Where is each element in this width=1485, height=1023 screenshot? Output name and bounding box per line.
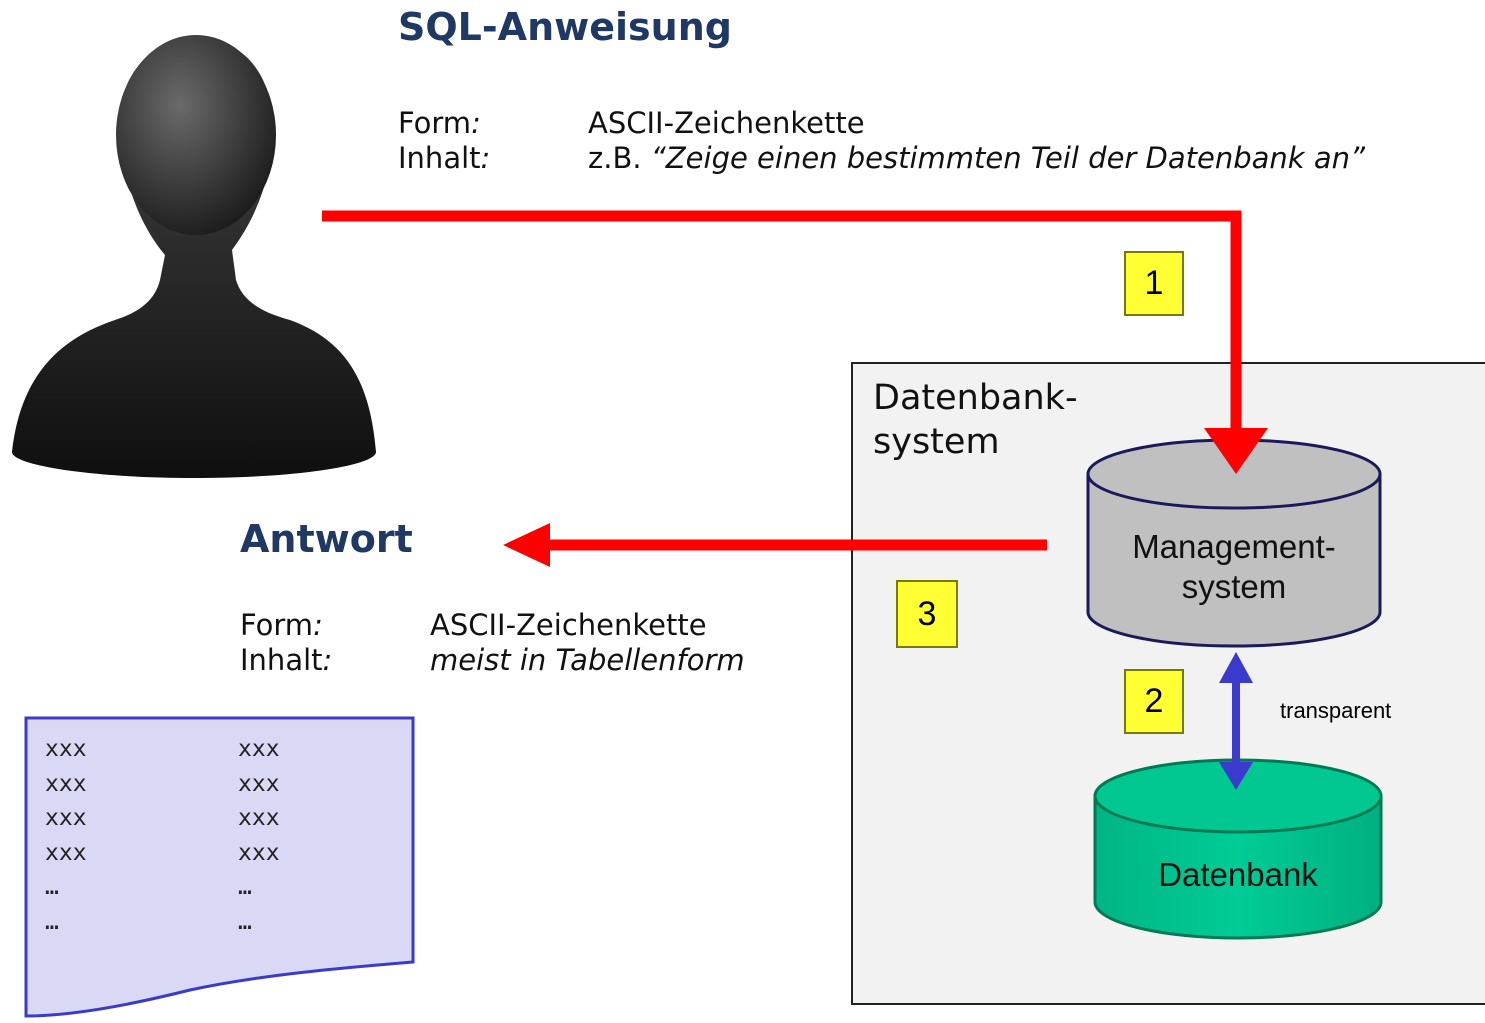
table-cell: xxx — [238, 839, 280, 866]
management-system-label-line2: system — [1181, 568, 1287, 605]
user-silhouette-icon — [12, 35, 376, 478]
database-cylinder — [1093, 758, 1383, 940]
request-form-row: Form: ASCII-Zeichenkette — [398, 106, 1365, 141]
step-badge-2: 2 — [1124, 669, 1184, 734]
database-system-label: Datenbank- system — [873, 376, 1078, 464]
table-cell: … — [45, 874, 59, 900]
table-cell: xxx — [238, 736, 280, 762]
table-cell: xxx — [238, 805, 280, 831]
table-cell: xxx — [45, 805, 87, 831]
request-content-row: Inhalt: z.B. “Zeige einen bestimmten Teil… — [398, 141, 1365, 176]
transparent-link-arrow — [1219, 652, 1253, 790]
response-content-colon: : — [322, 643, 333, 677]
response-description: Form: ASCII-Zeichenkette Inhalt: meist in … — [240, 608, 745, 678]
document-icon — [24, 716, 415, 1018]
request-form-label: Form — [398, 106, 472, 140]
table-cell: xxx — [238, 770, 280, 797]
table-cell: xxx — [45, 736, 87, 762]
table-cell: … — [238, 908, 252, 935]
table-cell: xxx — [45, 770, 87, 797]
table-cell: … — [45, 908, 59, 935]
request-content-value: “Zeige einen bestimmten Teil der Datenba… — [650, 141, 1365, 175]
request-title: SQL-Anweisung — [398, 5, 732, 49]
response-form-row: Form: ASCII-Zeichenkette — [240, 608, 745, 643]
request-content-label: Inhalt — [398, 141, 481, 175]
request-form-value: ASCII-Zeichenkette — [588, 106, 865, 140]
table-row: …… — [45, 905, 280, 940]
step-badge-3: 3 — [896, 580, 958, 648]
transparent-label: transparent — [1280, 698, 1392, 723]
response-content-row: Inhalt: meist in Tabellenform — [240, 643, 745, 678]
response-content-value: meist in Tabellenform — [430, 643, 745, 677]
response-form-value: ASCII-Zeichenkette — [430, 608, 707, 642]
request-content-colon: : — [480, 141, 491, 175]
database-system-label-line2: system — [873, 422, 1000, 462]
table-row: xxx xxx — [45, 836, 280, 871]
database-label: Datenbank — [1158, 856, 1318, 893]
response-title: Antwort — [240, 517, 413, 561]
table-cell: xxx — [45, 839, 87, 866]
management-system-label-line1: Management- — [1132, 528, 1336, 565]
request-description: Form: ASCII-Zeichenkette Inhalt: z.B. “Zei… — [398, 106, 1365, 176]
response-form-colon: : — [313, 608, 323, 642]
request-content-prefix: z.B. — [588, 141, 651, 175]
table-cell: … — [238, 874, 252, 900]
request-form-colon: : — [471, 106, 481, 140]
management-system-cylinder — [1086, 438, 1382, 648]
step-badge-1: 1 — [1124, 251, 1184, 316]
response-arrow — [503, 523, 1047, 567]
request-arrow — [322, 210, 1268, 474]
table-row: xxx xxx — [45, 732, 280, 767]
table-row: xxx xxx — [45, 767, 280, 802]
table-row: …… — [45, 870, 280, 905]
response-form-label: Form — [240, 608, 314, 642]
database-system-label-line1: Datenbank- — [873, 378, 1078, 418]
response-content-label: Inhalt — [240, 643, 323, 677]
management-system-label: Management- system — [1088, 527, 1380, 607]
table-row: xxx xxx — [45, 801, 280, 836]
